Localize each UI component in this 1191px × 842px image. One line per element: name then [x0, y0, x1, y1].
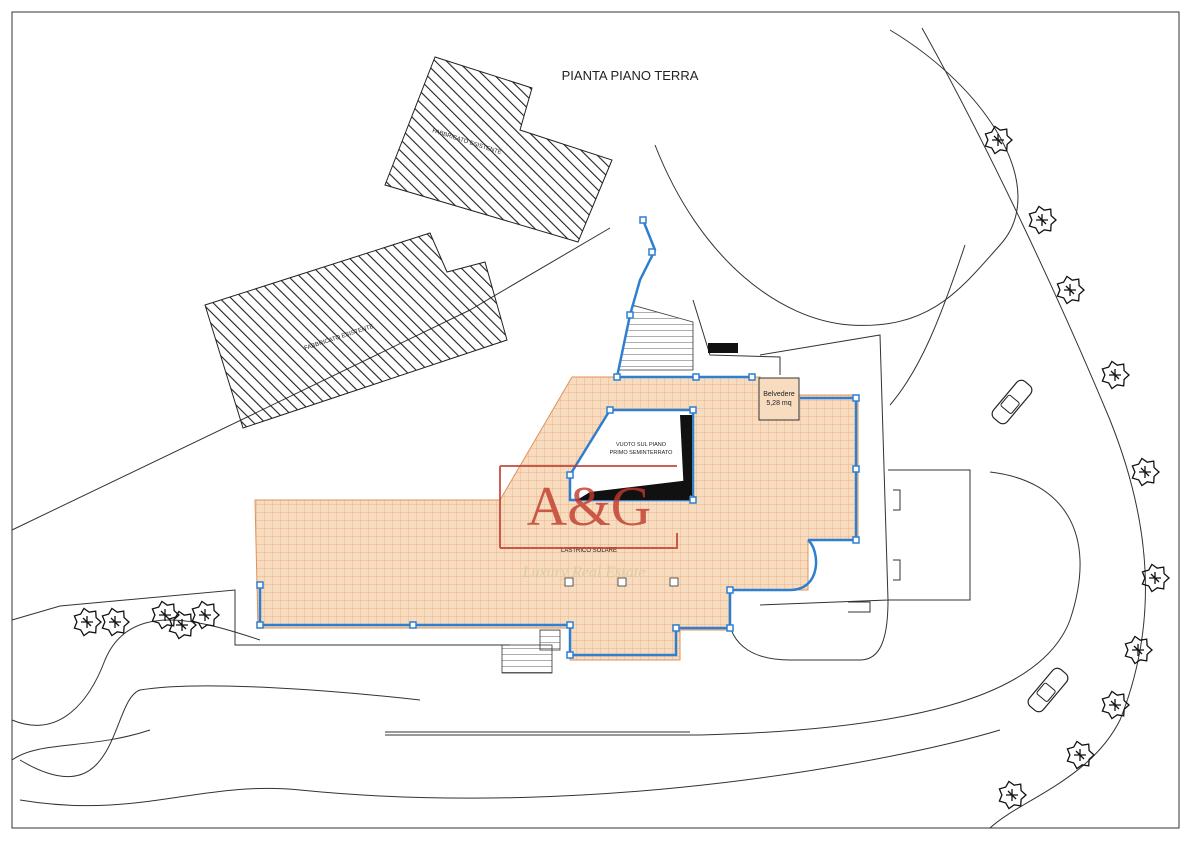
- tree-icon-detail: [199, 609, 211, 621]
- tree-icon-detail: [1064, 284, 1076, 296]
- columns: [564, 577, 679, 587]
- existing-building-lower: [204, 232, 508, 429]
- staircase-lower: [501, 629, 561, 674]
- void-label-line1: VUOTO SUL PIANO: [616, 442, 667, 448]
- tree-icon-detail: [1139, 466, 1151, 478]
- tree-icon-detail: [1109, 699, 1121, 711]
- drawing-frame: [11, 11, 1180, 829]
- tree-icon: [1066, 740, 1095, 770]
- tree-icon-detail: [1132, 644, 1144, 656]
- tree-icon-detail: [1074, 749, 1086, 761]
- site-boundaries: [11, 27, 1146, 829]
- railing-posts: [256, 216, 860, 659]
- tree-icon: [1124, 635, 1153, 665]
- tree-icon: [168, 610, 197, 640]
- tree-icon: [1056, 275, 1085, 305]
- tree-icon: [1141, 563, 1170, 593]
- tree-icon: [998, 780, 1027, 810]
- car-upper: [991, 379, 1033, 425]
- staircase-upper: [617, 299, 781, 375]
- tree-icon-detail: [1149, 572, 1161, 584]
- tree-icon-detail: [1006, 789, 1018, 801]
- tree-icon-detail: [176, 619, 188, 631]
- belvedere-room: [758, 377, 800, 421]
- tree-icon-detail: [109, 616, 121, 628]
- existing-building-upper: [384, 56, 613, 243]
- tree-icon-detail: [1109, 369, 1121, 381]
- tree-icon-detail: [159, 609, 171, 621]
- void-label-line2: PRIMO SEMINTERRATO: [610, 450, 673, 456]
- existing-buildings: FABBRICATO ESISTENTE FABBRICATO ESISTENT…: [204, 56, 613, 429]
- tree-icon-detail: [1036, 214, 1048, 226]
- tree-icon-detail: [992, 134, 1004, 146]
- plan-title: PIANTA PIANO TERRA: [562, 68, 699, 83]
- trees: [73, 125, 1170, 810]
- tree-icon: [1131, 457, 1160, 487]
- black-block: [708, 343, 738, 353]
- tree-icon-detail: [81, 616, 93, 628]
- tree-icon: [984, 125, 1013, 155]
- tree-icon: [73, 607, 102, 637]
- belvedere-area: 5,28 mq: [766, 400, 791, 407]
- tree-icon: [1101, 360, 1130, 390]
- tree-icon: [1101, 690, 1130, 720]
- tree-icon: [1028, 205, 1057, 235]
- car-lower: [1027, 667, 1069, 713]
- watermark-logo: A&G: [527, 476, 651, 538]
- tree-icon: [191, 600, 220, 630]
- terrace-label: LASTRICO SOLARE: [561, 548, 617, 554]
- tree-icon: [101, 607, 130, 637]
- watermark: A&G Luxury Real Estate: [499, 465, 678, 581]
- watermark-tagline: Luxury Real Estate: [522, 564, 646, 581]
- belvedere-name: Belvedere: [763, 391, 795, 398]
